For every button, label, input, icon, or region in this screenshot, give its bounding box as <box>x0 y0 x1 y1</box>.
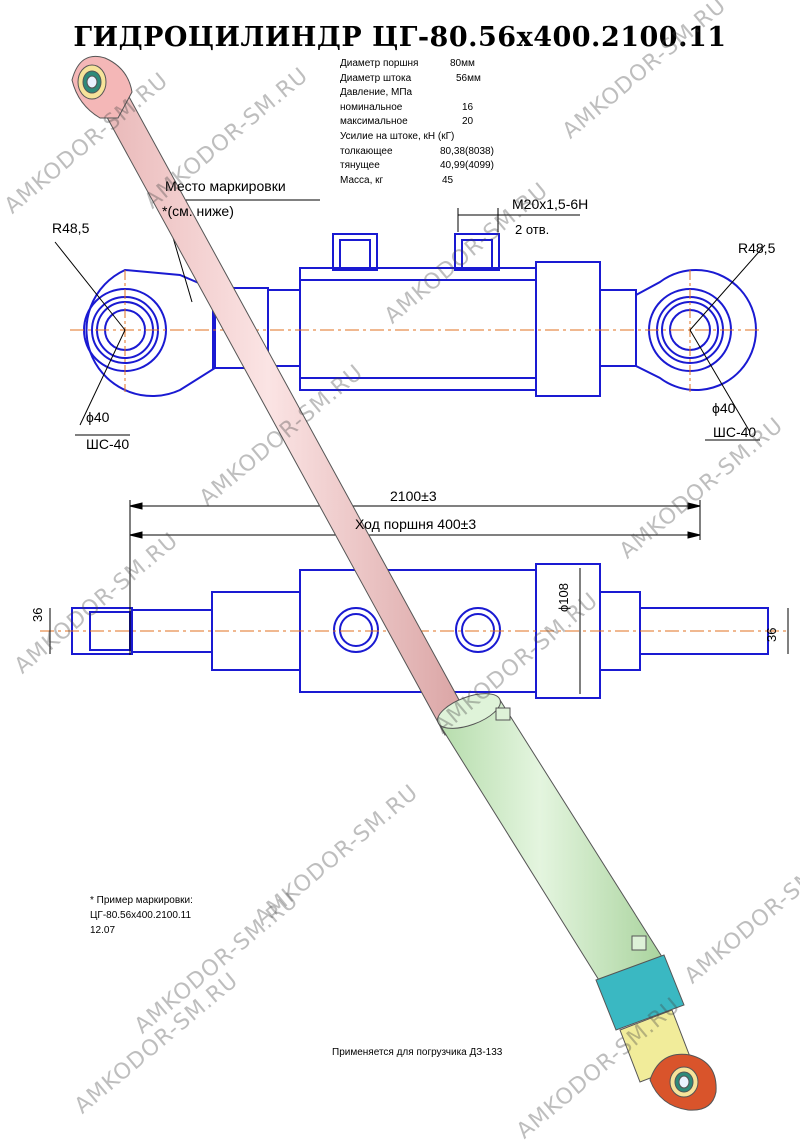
marking-note-label: *(см. ниже) <box>162 203 234 219</box>
radius-left-label: R48,5 <box>52 220 90 236</box>
marking-example: * Пример маркировки: ЦГ-80.56х400.2100.1… <box>90 893 193 938</box>
iso-model <box>71 55 717 1111</box>
dim-36-right: 36 <box>764 627 779 642</box>
dimension-lines <box>49 500 789 694</box>
radius-right-label: R48,5 <box>738 240 776 256</box>
applies-to-note: Применяется для погрузчика ДЗ-133 <box>332 1047 503 1058</box>
bearing-left-label: ШС-40 <box>86 436 130 452</box>
stroke-dimension: Ход поршня 400±3 <box>355 516 477 532</box>
bearing-right-label: ШС-40 <box>713 424 757 440</box>
dim-36-left: 36 <box>30 607 45 622</box>
holes-label: 2 отв. <box>515 222 550 237</box>
iso-bottom-eye <box>649 1053 717 1111</box>
marking-line-2: 12.07 <box>90 925 116 936</box>
port-circle-left <box>333 607 379 653</box>
dia-right-label: ϕ40 <box>712 400 736 416</box>
left-eye <box>83 268 216 397</box>
marking-heading: * Пример маркировки: <box>90 895 193 906</box>
iso-body <box>437 699 665 986</box>
port-circle-right <box>455 607 501 653</box>
iso-top-eye <box>71 55 133 119</box>
gland-side <box>535 261 601 397</box>
left-end-cap <box>267 289 301 367</box>
dia-left-label: ϕ40 <box>86 409 110 425</box>
thread-label: M20x1,5-6H <box>512 196 589 212</box>
length-dimension: 2100±3 <box>390 488 437 504</box>
spec-row: Усилие на штоке, кН (кГ) <box>340 130 455 142</box>
iso-gland <box>595 954 685 1031</box>
spec-row: Давление, МПа <box>340 87 413 99</box>
drawing-title: ГИДРОЦИЛИНДР ЦГ-80.56х400.2100.11 <box>73 22 727 53</box>
marking-line-1: ЦГ-80.56х400.2100.11 <box>90 910 192 921</box>
marking-place-label: Место маркировки <box>165 178 286 194</box>
